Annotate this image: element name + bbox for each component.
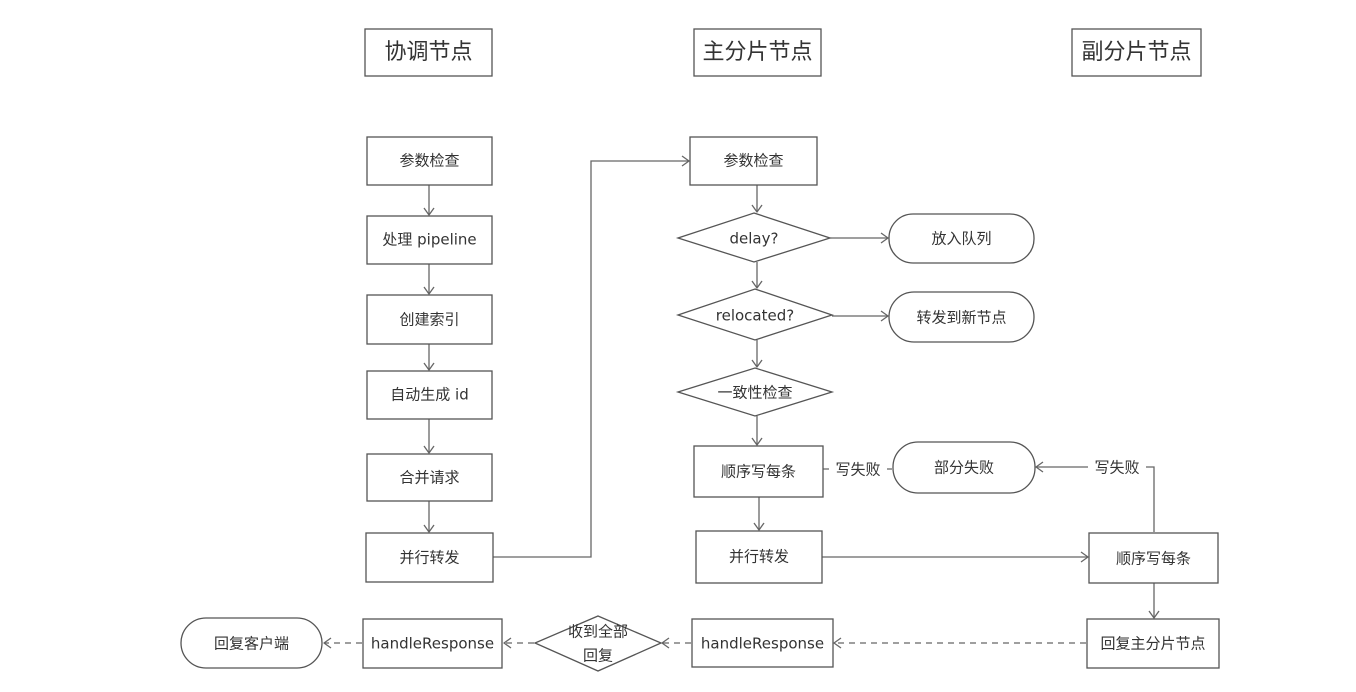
forward-new-node: 转发到新节点 (888, 291, 1035, 343)
coordinator-parallel-forward-label: 并行转发 (399, 549, 459, 567)
primary-check-params-label: 参数检查 (723, 152, 783, 170)
coordinator-parallel-forward-node: 并行转发 (365, 532, 494, 583)
delay-label: delay? (730, 230, 779, 248)
reply-client-label: 回复客户端 (214, 635, 289, 653)
column-header-coordinator-label: 协调节点 (384, 40, 472, 65)
coordinator-handle-response-node: handleResponse (362, 618, 503, 669)
partial-failure-label: 部分失败 (934, 459, 994, 477)
coordinator-pipeline-label: 处理 pipeline (382, 231, 476, 249)
consistency-check-decision: 一致性检查 (675, 367, 835, 417)
primary-parallel-forward-node: 并行转发 (695, 530, 823, 584)
coordinator-create-index-node: 创建索引 (366, 294, 493, 345)
coordinator-create-index-label: 创建索引 (399, 311, 459, 329)
coordinator-merge-requests-label: 合并请求 (399, 469, 459, 487)
coordinator-auto-id-label: 自动生成 id (390, 386, 468, 404)
column-header-primary-label: 主分片节点 (702, 40, 812, 65)
reply-primary-node: 回复主分片节点 (1086, 618, 1220, 669)
column-header-replica: 副分片节点 (1071, 28, 1202, 77)
coordinator-check-params-node: 参数检查 (366, 136, 493, 186)
edge-coordinator-forward-to-primary (493, 160, 689, 558)
coordinator-merge-requests-node: 合并请求 (366, 453, 493, 502)
enqueue-label: 放入队列 (931, 230, 991, 248)
delay-decision: delay? (675, 212, 833, 263)
edge-replica-write-fail (1036, 466, 1155, 532)
reply-client-node: 回复客户端 (180, 617, 323, 669)
enqueue-node: 放入队列 (888, 213, 1035, 264)
relocated-label: relocated? (716, 307, 794, 325)
replica-write-sequential-node: 顺序写每条 (1088, 532, 1219, 584)
primary-check-params-node: 参数检查 (689, 136, 818, 186)
column-header-primary: 主分片节点 (693, 28, 822, 77)
primary-handle-response-label: handleResponse (701, 635, 824, 653)
consistency-check-label: 一致性检查 (717, 384, 792, 402)
primary-write-sequential-label: 顺序写每条 (721, 463, 796, 481)
partial-failure-node: 部分失败 (892, 441, 1036, 494)
primary-handle-response-node: handleResponse (691, 618, 834, 668)
edges (323, 155, 1160, 649)
primary-write-sequential-node: 顺序写每条 (693, 445, 824, 498)
primary-parallel-forward-label: 并行转发 (729, 548, 789, 566)
forward-new-node-label: 转发到新节点 (916, 309, 1006, 327)
column-header-replica-label: 副分片节点 (1081, 40, 1191, 65)
coordinator-auto-id-node: 自动生成 id (366, 370, 493, 420)
coordinator-check-params-label: 参数检查 (399, 152, 459, 170)
column-header-coordinator: 协调节点 (364, 28, 493, 77)
relocated-decision: relocated? (675, 288, 835, 341)
edge-label-write-fail-replica: 写失败 (1088, 456, 1146, 478)
replica-write-sequential-label: 顺序写每条 (1116, 550, 1191, 568)
coordinator-handle-response-label: handleResponse (371, 635, 494, 653)
edge-label-write-fail-primary: 写失败 (829, 458, 887, 480)
edge-label-write-fail-primary-text: 写失败 (835, 461, 880, 479)
edge-label-write-fail-replica-text: 写失败 (1094, 459, 1139, 477)
received-all-label-line1: 收到全部 (568, 623, 628, 641)
coordinator-pipeline-node: 处理 pipeline (366, 215, 493, 265)
received-all-label-line2: 回复 (583, 647, 613, 665)
reply-primary-label: 回复主分片节点 (1100, 635, 1205, 653)
received-all-decision: 收到全部 回复 (533, 615, 663, 672)
